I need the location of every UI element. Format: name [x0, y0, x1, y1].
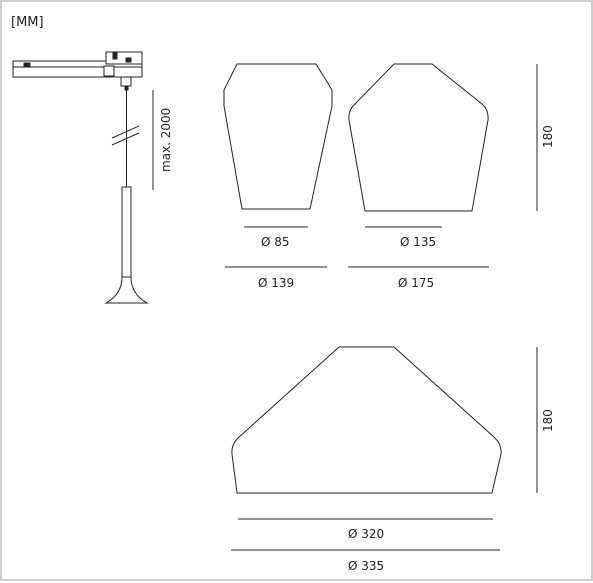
track-adapter — [105, 51, 143, 65]
canopy — [120, 76, 132, 87]
shades-row-height-label: 180 — [541, 125, 555, 148]
adapter-pin — [125, 57, 132, 63]
shade-medium-top-diameter: Ø 135 — [400, 235, 436, 249]
shade-small-outline — [223, 63, 333, 210]
shade-large-top-diameter: Ø 320 — [348, 527, 384, 541]
cable-break-mark-1 — [111, 125, 140, 139]
cable-break-mark-2 — [111, 132, 140, 146]
adapter-latch — [112, 52, 118, 60]
cable-grip — [124, 85, 129, 91]
shade-large-bottom-diameter: Ø 335 — [348, 559, 384, 573]
shade-medium: Ø 135 Ø 175 — [348, 63, 489, 290]
shade-medium-bottom-diameter: Ø 175 — [398, 276, 434, 290]
unit-label: [MM] — [11, 15, 44, 30]
shade-small-bottom-diameter: Ø 139 — [258, 276, 294, 290]
adapter-clip — [103, 65, 115, 77]
shade-small: Ø 85 Ø 139 — [223, 63, 333, 290]
shade-large-height-label: 180 — [541, 409, 555, 432]
track-rail-slot — [23, 62, 31, 67]
shade-large: Ø 320 Ø 335 180 — [231, 346, 555, 573]
shade-small-top-diameter: Ø 85 — [261, 235, 290, 249]
pendant-side-view: max. 2000 — [12, 51, 173, 304]
cable-length-label: max. 2000 — [159, 108, 173, 172]
shade-medium-outline — [348, 63, 489, 212]
pendant-stem — [121, 186, 132, 278]
pendant-diffuser — [104, 276, 149, 304]
shade-large-outline — [231, 346, 502, 494]
